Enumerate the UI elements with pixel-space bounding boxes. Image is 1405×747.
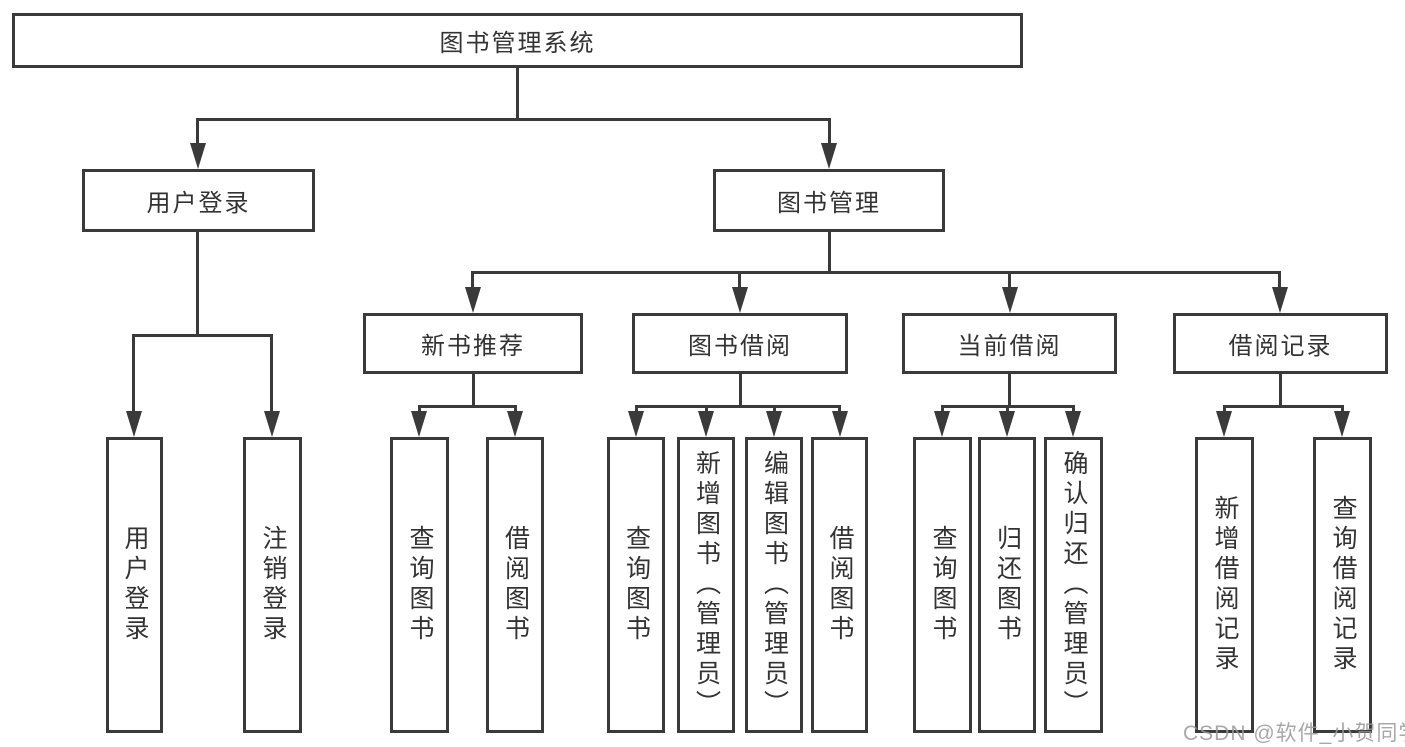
arrowhead-icon [1334, 411, 1350, 437]
connector-line [471, 271, 1281, 274]
node-current-borrow: 当前借阅 [902, 313, 1117, 374]
connector-line [1008, 271, 1011, 291]
connector-line [828, 118, 831, 148]
connector-line [1279, 374, 1282, 408]
arrowhead-icon [1002, 287, 1018, 313]
arrowhead-icon [1272, 287, 1288, 313]
node-root: 图书管理系统 [12, 13, 1023, 68]
arrowhead-icon [126, 411, 142, 437]
leaf-confirm-return-admin: 确认归还（管理员） [1044, 437, 1103, 733]
connector-line [270, 334, 273, 416]
connector-line [196, 232, 199, 337]
connector-line [1278, 271, 1281, 291]
node-new-book-recommend: 新书推荐 [363, 313, 583, 374]
connector-line [516, 68, 519, 120]
arrowhead-icon [732, 287, 748, 313]
connector-line [635, 405, 841, 408]
leaf-add-borrow-record: 新增借阅记录 [1195, 437, 1254, 733]
connector-line [1223, 405, 1344, 408]
connector-line [738, 271, 741, 291]
arrowhead-icon [465, 287, 481, 313]
leaf-borrow-book-2: 借阅图书 [811, 437, 868, 733]
arrowhead-icon [1065, 411, 1081, 437]
connector-line [196, 118, 830, 121]
connector-line [418, 405, 516, 408]
leaf-return-book: 归还图书 [978, 437, 1036, 733]
connector-line [132, 334, 273, 337]
connector-line [739, 374, 742, 408]
arrowhead-icon [507, 411, 523, 437]
connector-line [196, 118, 199, 148]
arrowhead-icon [832, 411, 848, 437]
node-user-login: 用户登录 [82, 169, 315, 232]
arrowhead-icon [264, 411, 280, 437]
leaf-logout: 注销登录 [243, 437, 302, 733]
arrowhead-icon [766, 411, 782, 437]
arrowhead-icon [1216, 411, 1232, 437]
arrowhead-icon [411, 411, 427, 437]
connector-line [471, 271, 474, 291]
arrowhead-icon [934, 411, 950, 437]
leaf-user-login: 用户登录 [106, 437, 163, 733]
csdn-watermark: CSDN @软件_小贺同学 [1183, 722, 1405, 745]
leaf-edit-book-admin: 编辑图书（管理员） [745, 437, 803, 733]
connector-line [472, 374, 475, 408]
leaf-query-book-1: 查询图书 [390, 437, 449, 733]
connector-line [828, 232, 831, 274]
arrowhead-icon [821, 143, 837, 169]
connector-line [1008, 374, 1011, 408]
leaf-add-book-admin: 新增图书（管理员） [677, 437, 735, 733]
arrowhead-icon [628, 411, 644, 437]
node-book-borrow: 图书借阅 [632, 313, 848, 374]
leaf-query-book-2: 查询图书 [607, 437, 665, 733]
arrowhead-icon [190, 143, 206, 169]
leaf-borrow-book-1: 借阅图书 [486, 437, 544, 733]
arrowhead-icon [698, 411, 714, 437]
leaf-query-book-3: 查询图书 [913, 437, 972, 733]
arrowhead-icon [999, 411, 1015, 437]
connector-line [132, 334, 135, 416]
node-borrow-record: 借阅记录 [1173, 313, 1388, 374]
node-book-management: 图书管理 [713, 169, 945, 232]
leaf-query-borrow-record: 查询借阅记录 [1313, 437, 1372, 733]
